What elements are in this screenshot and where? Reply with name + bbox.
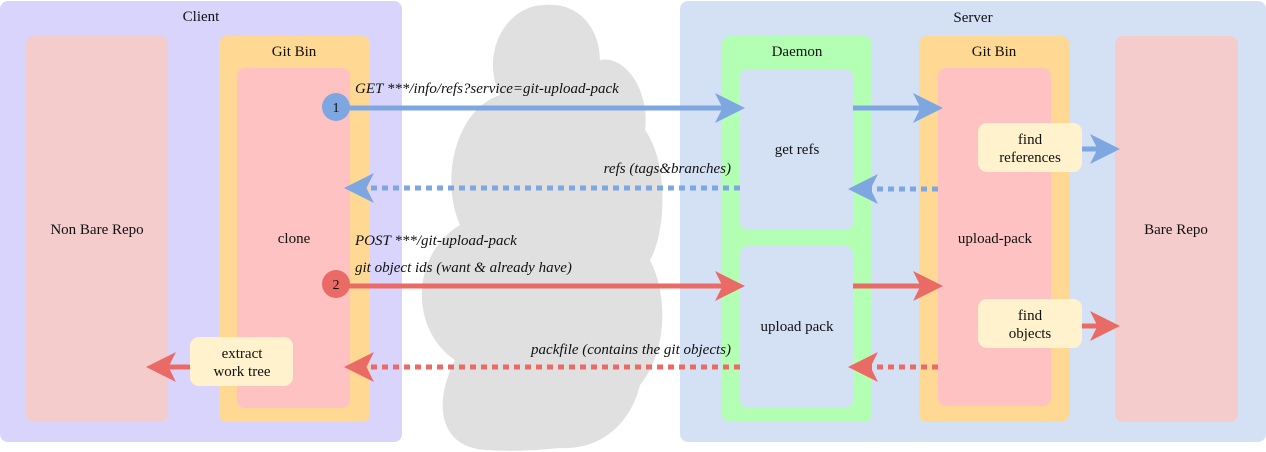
extract-label-line2: work tree [213,364,270,380]
network-cloud [421,4,663,451]
step-1-number: 1 [333,101,340,116]
client-title: Client [183,9,220,25]
find-references-line1: find [1018,132,1043,148]
packfile-response-label: packfile (contains the git objects) [530,342,731,358]
get-refs-box [740,69,853,230]
find-references-line2: references [999,150,1061,166]
client-panel: Client Non Bare Repo Git Bin clone extra… [0,1,402,442]
server-git-bin-title: Git Bin [972,44,1017,60]
bare-repo: Bare Repo [1115,36,1238,422]
bare-repo-label: Bare Repo [1144,222,1208,238]
non-bare-repo-label: Non Bare Repo [50,222,143,238]
daemon-upload-pack-label: upload pack [761,319,834,335]
daemon-title: Daemon [772,44,823,60]
clone-label: clone [278,231,311,247]
find-objects-line1: find [1018,308,1043,324]
upload-pack-label: upload-pack [958,231,1033,247]
non-bare-repo: Non Bare Repo [26,36,168,422]
server-title: Server [953,10,992,26]
clone-box [237,68,350,408]
daemon: Daemon get refs upload pack [722,36,872,422]
daemon-upload-pack-box [740,246,853,408]
post-request-label: POST ***/git-upload-pack [354,233,517,249]
step-1-marker: 1 [322,93,350,121]
extract-work-tree-note: extract work tree [190,337,293,386]
step-2-number: 2 [333,278,340,293]
extract-label-line1: extract [222,346,264,362]
object-ids-label: git object ids (want & already have) [355,260,572,276]
client-git-bin: Git Bin clone [219,36,370,422]
get-refs-label: get refs [775,142,820,158]
find-objects-note: find objects [978,299,1082,348]
client-git-bin-title: Git Bin [272,44,317,60]
server-git-bin: Git Bin upload-pack [919,36,1069,422]
find-objects-line2: objects [1009,326,1052,342]
refs-response-label: refs (tags&branches) [604,161,731,177]
server-panel: Server Daemon get refs upload pack Git B… [680,1,1266,442]
get-request-label: GET ***/info/refs?service=git-upload-pac… [355,81,619,97]
find-references-note: find references [978,123,1082,172]
step-2-marker: 2 [322,270,350,298]
